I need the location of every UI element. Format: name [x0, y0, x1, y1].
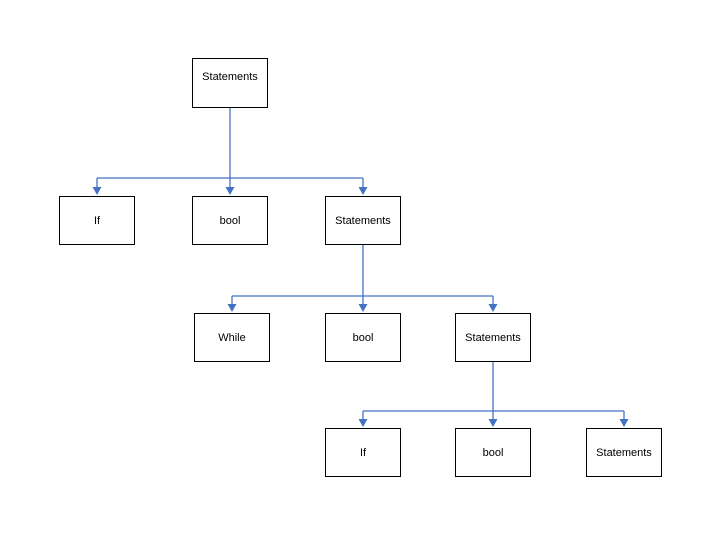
- node-label: If: [93, 214, 101, 227]
- node-statements-level2: Statements: [325, 196, 401, 245]
- connector-level3-to-level4: [358, 362, 629, 427]
- arrowhead-icon: [488, 304, 498, 312]
- arrowhead-icon: [488, 419, 498, 427]
- connector-root-to-level2: [92, 108, 368, 195]
- arrowhead-icon: [358, 304, 368, 312]
- node-statements-root: Statements: [192, 58, 268, 108]
- node-label: Statements: [335, 214, 391, 227]
- node-bool-level2: bool: [192, 196, 268, 245]
- node-statements-level4: Statements: [586, 428, 662, 477]
- node-if-level4: If: [325, 428, 401, 477]
- node-label: Statements: [465, 331, 521, 344]
- node-bool-level4: bool: [455, 428, 531, 477]
- arrowhead-icon: [358, 187, 368, 195]
- connector-level2-to-level3: [227, 245, 498, 312]
- node-label: bool: [219, 214, 241, 227]
- arrowhead-icon: [92, 187, 102, 195]
- node-bool-level3: bool: [325, 313, 401, 362]
- arrowhead-icon: [225, 187, 235, 195]
- arrowhead-icon: [619, 419, 629, 427]
- arrowhead-icon: [358, 419, 368, 427]
- node-label: Statements: [596, 446, 652, 459]
- node-statements-level3: Statements: [455, 313, 531, 362]
- node-while-level3: While: [194, 313, 270, 362]
- node-label: If: [359, 446, 367, 459]
- node-if-level2: If: [59, 196, 135, 245]
- node-label: While: [218, 331, 246, 344]
- node-label: Statements: [202, 71, 258, 83]
- node-label: bool: [482, 446, 504, 459]
- node-label: bool: [352, 331, 374, 344]
- arrowhead-icon: [227, 304, 237, 312]
